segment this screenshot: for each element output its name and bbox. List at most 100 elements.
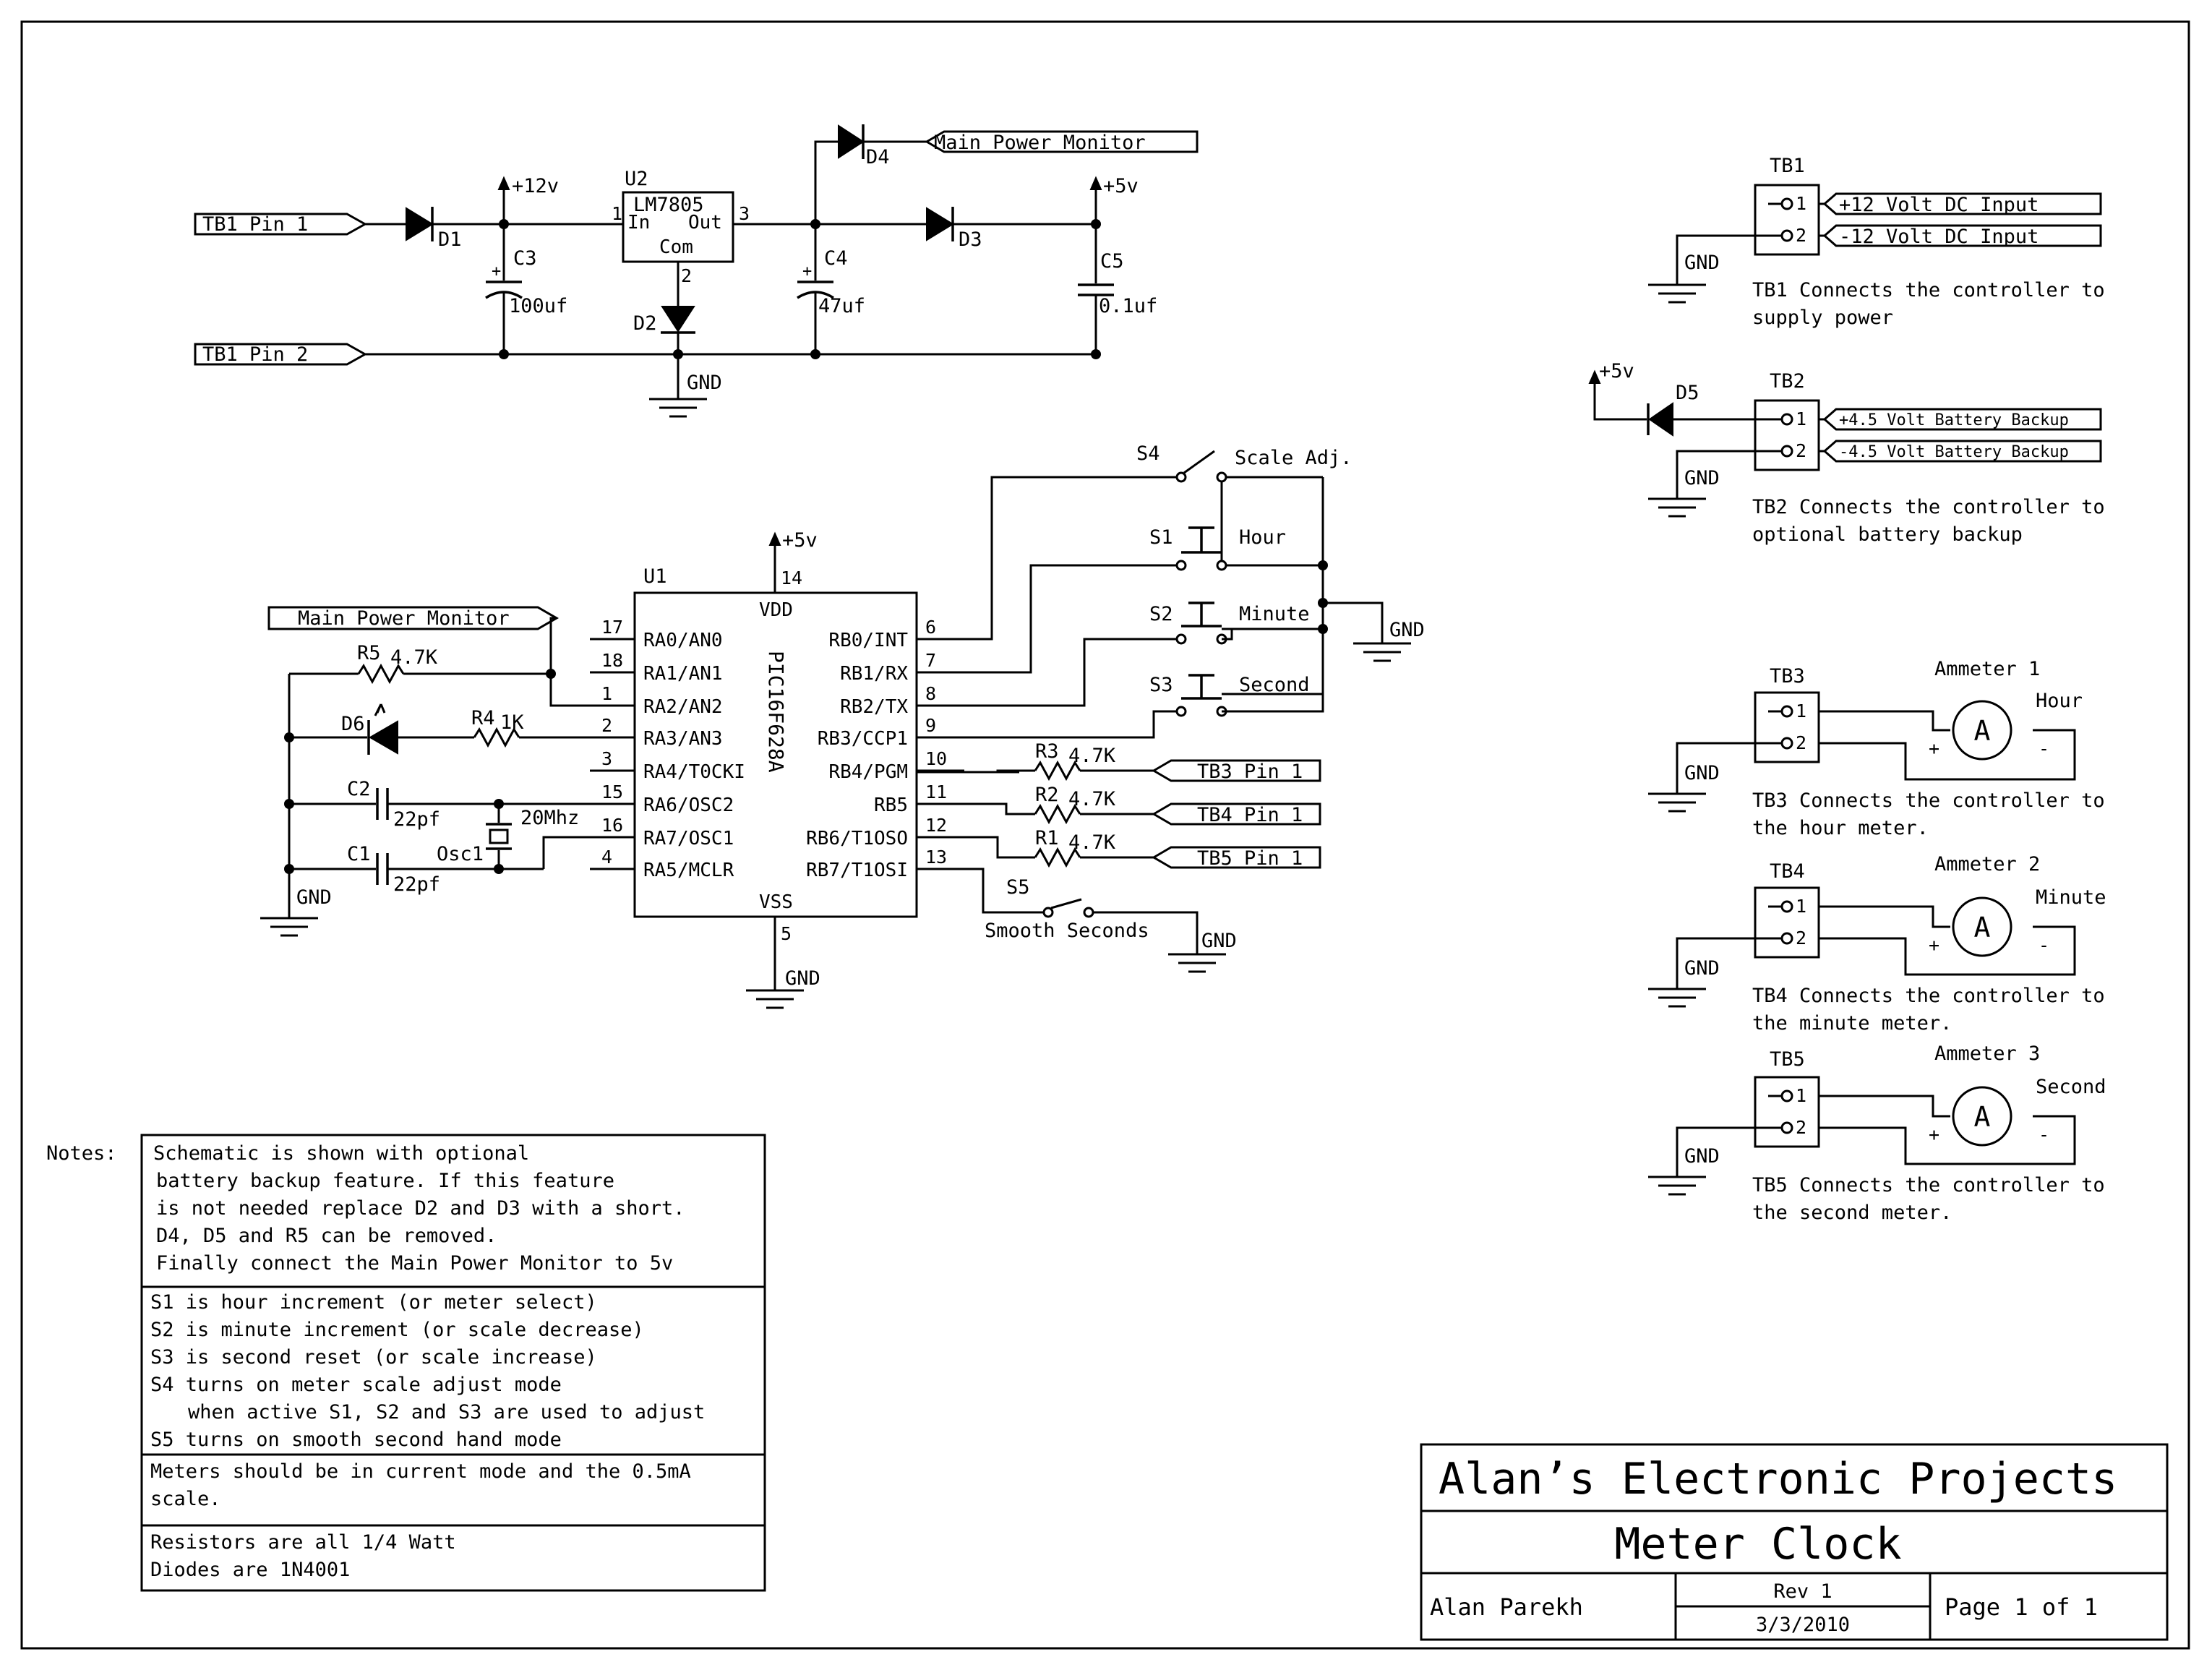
- tb4-ref: TB4: [1770, 860, 1805, 883]
- note-line: Resistors are all 1/4 Watt: [150, 1531, 456, 1554]
- svg-text:1: 1: [1796, 193, 1806, 214]
- ammeter1-name: Hour: [2036, 690, 2083, 712]
- tb5-desc1: TB5 Connects the controller to: [1752, 1174, 2105, 1196]
- c1-label: C1: [347, 843, 371, 865]
- pin-number: 1: [601, 683, 612, 704]
- r2-value: 4.7K: [1068, 788, 1116, 810]
- ammeter3-icon: [1952, 1086, 2012, 1147]
- notes-label: Notes:: [46, 1142, 117, 1165]
- s4-name: Scale Adj.: [1235, 447, 1353, 469]
- tb3-gnd: GND: [1684, 762, 1720, 784]
- tb5-gnd: GND: [1684, 1145, 1720, 1168]
- note-line: D4, D5 and R5 can be removed.: [156, 1225, 497, 1247]
- pin-name: RB7/T1OSI: [806, 860, 908, 881]
- u2-ref: U2: [625, 168, 648, 190]
- svg-text:In: In: [627, 212, 650, 234]
- u1-vdd: VDD: [759, 599, 793, 621]
- svg-text:1: 1: [612, 203, 622, 224]
- v5-label-supply: +5v: [1103, 175, 1139, 197]
- svg-text:5: 5: [781, 923, 792, 944]
- page-number: Page 1 of 1: [1945, 1593, 2098, 1621]
- r3-value: 4.7K: [1068, 745, 1116, 767]
- pin-number: 8: [925, 683, 936, 704]
- r1-label: R1: [1035, 827, 1059, 849]
- pin-number: 9: [925, 715, 936, 736]
- svg-text:A: A: [1974, 715, 1991, 747]
- tb2-gnd: GND: [1684, 467, 1720, 489]
- ammeter2-label: Ammeter 2: [1934, 853, 2040, 875]
- r5-label: R5: [357, 642, 381, 664]
- svg-text:1: 1: [1796, 896, 1806, 917]
- svg-text:+: +: [492, 262, 501, 281]
- d2-label: D2: [633, 312, 657, 335]
- r1-value: 4.7K: [1068, 831, 1116, 854]
- tb2-block: TB2 1 2 +4.5 Volt Battery Backup -4.5 Vo…: [1588, 360, 2105, 546]
- r4-label: R4: [471, 707, 495, 729]
- note-line: S2 is minute increment (or scale decreas…: [150, 1319, 644, 1341]
- pin-number: 7: [925, 650, 936, 671]
- ammeter3-name: Second: [2036, 1076, 2106, 1098]
- tb1-pin1-flag: TB1 Pin 1: [202, 213, 308, 236]
- ammeter1-label: Ammeter 1: [1934, 658, 2040, 680]
- pin-number: 17: [601, 617, 623, 638]
- s1-label: S1: [1149, 526, 1173, 549]
- r2-label: R2: [1035, 784, 1059, 806]
- author: Alan Parekh: [1430, 1593, 1583, 1621]
- note-line: S4 turns on meter scale adjust mode: [150, 1374, 562, 1396]
- notes-section: Notes: Schematic is shown with optionalb…: [46, 1134, 766, 1592]
- tb3-block: TB3 1 2 A + - Ammeter 1 Hour GND TB3 Con…: [1647, 658, 2105, 839]
- osc1-label: Osc1: [437, 843, 484, 865]
- svg-text:+: +: [1929, 935, 1939, 956]
- svg-text:Com: Com: [659, 236, 693, 258]
- company-title: Alan’s Electronic Projects: [1439, 1454, 2117, 1504]
- tb2-ref: TB2: [1770, 370, 1805, 393]
- ammeter3-label: Ammeter 3: [1934, 1042, 2040, 1065]
- svg-text:14: 14: [781, 568, 802, 588]
- c2-value: 22pf: [393, 808, 440, 831]
- svg-text:-: -: [2039, 738, 2049, 759]
- ammeter1-icon: [1952, 700, 2012, 761]
- pin-name: RB3/CCP1: [818, 728, 908, 750]
- v5-label-mcu: +5v: [782, 529, 818, 552]
- gnd-label-s5: GND: [1201, 930, 1237, 952]
- pin-name: RA3/AN3: [643, 728, 723, 750]
- pin-number: 6: [925, 617, 936, 638]
- pin-name: RB2/TX: [840, 696, 908, 718]
- tb5-pin1-flag: TB5 Pin 1: [1197, 847, 1303, 870]
- pin-number: 4: [601, 847, 612, 868]
- pin-name: RA5/MCLR: [643, 860, 734, 881]
- pin-name: RB4/PGM: [828, 761, 908, 783]
- tb1-gnd: GND: [1684, 252, 1720, 274]
- switches-section: GND S4 Scale Adj. S1 Hour S2 Minute S3 S…: [917, 442, 1425, 973]
- note-line: is not needed replace D2 and D3 with a s…: [156, 1197, 685, 1220]
- svg-text:-: -: [2039, 935, 2049, 956]
- tb3-desc1: TB3 Connects the controller to: [1752, 789, 2105, 812]
- pin-name: RA0/AN0: [643, 630, 723, 651]
- main-power-monitor-input-flag: Main Power Monitor: [298, 607, 510, 630]
- tb3-desc2: the hour meter.: [1752, 817, 1929, 839]
- tb2-desc1: TB2 Connects the controller to: [1752, 496, 2105, 518]
- tb1-pin2-flag: TB1 Pin 2: [202, 343, 308, 366]
- c4-value: 47uf: [818, 295, 865, 317]
- pin-name: RA4/T0CKI: [643, 761, 745, 783]
- tb4-desc2: the minute meter.: [1752, 1012, 1952, 1035]
- u1-vss: VSS: [759, 891, 793, 913]
- s3-name: Second: [1239, 674, 1310, 696]
- note-line: Meters should be in current mode and the…: [150, 1460, 691, 1483]
- tb4-pin1-flag: TB4 Pin 1: [1197, 804, 1303, 826]
- date: 3/3/2010: [1756, 1614, 1850, 1636]
- svg-text:2: 2: [1796, 225, 1806, 246]
- d5-label: D5: [1676, 382, 1699, 404]
- osc1-value: 20Mhz: [520, 807, 579, 829]
- note-line: scale.: [150, 1488, 221, 1510]
- d6-label: D6: [341, 713, 365, 735]
- pin-number: 10: [925, 748, 947, 769]
- tb5-desc2: the second meter.: [1752, 1202, 1952, 1224]
- gnd-label-switches: GND: [1389, 619, 1425, 641]
- pin-name: RB5: [874, 795, 908, 816]
- note-line: Schematic is shown with optional: [153, 1142, 529, 1165]
- s2-name: Minute: [1239, 603, 1310, 625]
- r4-value: 1K: [500, 711, 524, 734]
- pin-number: 12: [925, 815, 947, 836]
